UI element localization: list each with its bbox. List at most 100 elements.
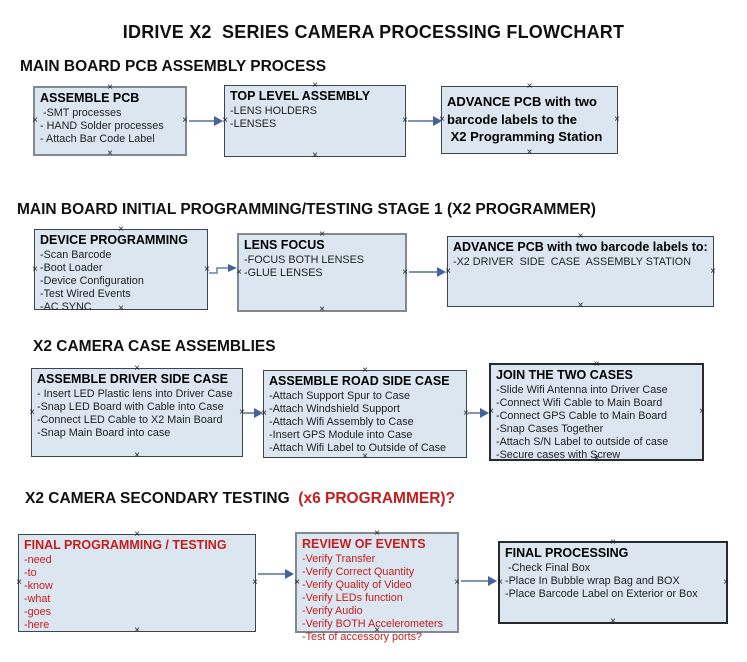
box-advance-to-case-assembly: ×××× ADVANCE PCB with two barcode labels…: [445, 232, 716, 311]
connection-point-icon: ×: [610, 616, 616, 627]
box-device-programming: ×××× DEVICE PROGRAMMING -Scan Barcode-Bo…: [32, 225, 210, 314]
connection-point-icon: ×: [29, 406, 35, 418]
box-lens-focus: ×××× LENS FOCUS -FOCUS BOTH LENSES-GLUE …: [236, 230, 408, 315]
box-assemble-driver-side-case: ×××× ASSEMBLE DRIVER SIDE CASE - Insert …: [29, 364, 245, 461]
box-item: - HAND Solder processes: [40, 120, 164, 132]
connection-point-icon: ×: [32, 263, 38, 275]
connection-point-icon: ×: [454, 576, 460, 588]
box-title: FINAL PROCESSING: [505, 546, 629, 560]
box-item: -FOCUS BOTH LENSES: [244, 254, 364, 266]
box-item: -Attach S/N Label to outside of case: [496, 436, 669, 448]
box-item: -Test of accessory ports?: [302, 631, 423, 643]
arrow-head-icon: [488, 576, 497, 586]
box-item: -what: [24, 593, 51, 605]
box-final-processing: ×××× FINAL PROCESSING -Check Final Box-P…: [497, 538, 729, 627]
box-item: -Test Wired Events: [40, 288, 131, 300]
box-title: JOIN THE TWO CASES: [496, 368, 633, 382]
box-item: -Check Final Box: [505, 562, 591, 574]
section-heading-case-assemblies: X2 CAMERA CASE ASSEMBLIES: [33, 338, 276, 355]
arrow-line: [461, 580, 490, 582]
box-items: - Insert LED Plastic lens into Driver Ca…: [37, 388, 237, 440]
connection-point-icon: ×: [463, 408, 469, 419]
connection-point-icon: ×: [497, 576, 503, 588]
box-item: -LENSES: [230, 118, 277, 130]
box-item: -Snap LED Board with Cable into Case: [37, 401, 224, 413]
box-item: -need: [24, 554, 52, 566]
arrow-line: [258, 573, 287, 575]
connection-point-icon: ×: [294, 576, 300, 588]
box-item: -Connect Wifi Cable to Main Board: [496, 397, 663, 409]
box-title: FINAL PROGRAMMING / TESTING: [24, 538, 227, 552]
section-heading-pcb-assembly: MAIN BOARD PCB ASSEMBLY PROCESS: [20, 58, 327, 75]
box-item: -here: [24, 619, 50, 631]
box-items: -Verify Transfer-Verify Correct Quantity…: [302, 553, 452, 644]
section-heading-initial-programming: MAIN BOARD INITIAL PROGRAMMING/TESTING S…: [17, 201, 596, 218]
box-text: ADVANCE PCB with two barcode labels to t…: [447, 94, 603, 144]
box-item: -Connect LED Cable to X2 Main Board: [37, 414, 223, 426]
box-join-the-two-cases: ×××× JOIN THE TWO CASES -Slide Wifi Ante…: [488, 360, 705, 464]
connection-point-icon: ×: [402, 266, 408, 278]
arrow-head-icon: [254, 408, 263, 418]
flow-arrow-elbow: [209, 264, 237, 274]
arrow-line: [409, 271, 439, 273]
box-item: -Place In Bubble wrap Bag and BOX: [505, 575, 680, 587]
box-items: -LENS HOLDERS-LENSES: [230, 105, 400, 131]
box-item: - Insert LED Plastic lens into Driver Ca…: [37, 388, 233, 400]
box-title: TOP LEVEL ASSEMBLY: [230, 89, 371, 103]
arrow-head-icon: [228, 264, 237, 272]
secondary-testing-black-part: X2 CAMERA SECONDARY TESTING: [25, 490, 299, 507]
connection-point-icon: ×: [577, 300, 584, 311]
box-item: - Attach Bar Code Label: [40, 133, 155, 145]
box-title: ASSEMBLE PCB: [40, 91, 140, 105]
connection-point-icon: ×: [32, 115, 38, 126]
arrow-head-icon: [480, 408, 489, 418]
arrow-line: [468, 412, 482, 414]
box-item: -Insert GPS Module into Case: [269, 429, 413, 441]
box-items: -SMT processes- HAND Solder processes- A…: [40, 107, 180, 146]
box-advance-to-programming-station: ×××× ADVANCE PCB with two barcode labels…: [439, 82, 620, 158]
box-items: -FOCUS BOTH LENSES-GLUE LENSES: [244, 254, 400, 280]
box-title: ASSEMBLE ROAD SIDE CASE: [269, 374, 450, 388]
box-item: -Device Configuration: [40, 275, 144, 287]
box-item: -goes: [24, 606, 52, 618]
page-title: IDRIVE X2 SERIES CAMERA PROCESSING FLOWC…: [122, 22, 625, 42]
box-title: REVIEW OF EVENTS: [302, 537, 426, 551]
box-assemble-road-side-case: ×××× ASSEMBLE ROAD SIDE CASE -Attach Sup…: [261, 366, 469, 462]
connection-point-icon: ×: [312, 150, 318, 161]
box-review-of-events: ×××× REVIEW OF EVENTS -Verify Transfer-V…: [294, 529, 460, 644]
box-item: -Snap Cases Together: [496, 423, 604, 435]
box-final-programming-testing: ×××× FINAL PROGRAMMING / TESTING -need-t…: [16, 530, 258, 636]
box-item: -Attach Wifi Label to Outside of Case: [269, 442, 447, 454]
box-title: ASSEMBLE DRIVER SIDE CASE: [37, 372, 229, 386]
connection-point-icon: ×: [699, 406, 705, 417]
box-items: -Check Final Box-Place In Bubble wrap Ba…: [505, 562, 721, 601]
box-item: -Boot Loader: [40, 262, 103, 274]
box-item: -Verify Audio: [302, 605, 363, 617]
box-item: -Snap Main Board into case: [37, 427, 171, 439]
box-item: -Connect GPS Cable to Main Board: [496, 410, 668, 422]
box-items: -Scan Barcode-Boot Loader-Device Configu…: [40, 249, 202, 314]
box-item: -Verify Correct Quantity: [302, 566, 415, 578]
box-item: -LENS HOLDERS: [230, 105, 317, 117]
arrow-head-icon: [433, 116, 442, 126]
box-title: ADVANCE PCB with two barcode labels to:: [453, 240, 708, 254]
box-item: -Attach Wifi Assembly to Case: [269, 416, 414, 428]
box-item: -Attach Windshield Support: [269, 403, 400, 415]
box-items: -need-to-know-what-goes-here: [24, 554, 250, 632]
connection-point-icon: ×: [710, 265, 716, 277]
box-item: -Verify Quality of Video: [302, 579, 412, 591]
box-items: -Attach Support Spur to Case-Attach Wind…: [269, 390, 461, 455]
box-item: -Verify BOTH Accelerometers: [302, 618, 443, 630]
box-item: -Place Barcode Label on Exterior or Box: [505, 588, 698, 600]
box-title: DEVICE PROGRAMMING: [40, 233, 188, 247]
connection-point-icon: ×: [252, 577, 258, 588]
box-item: -know: [24, 580, 53, 592]
arrow-head-icon: [214, 116, 223, 126]
connection-point-icon: ×: [107, 148, 113, 159]
box-item: -GLUE LENSES: [244, 267, 323, 279]
box-assemble-pcb: ×××× ASSEMBLE PCB -SMT processes- HAND S…: [32, 83, 188, 159]
connection-point-icon: ×: [614, 114, 620, 125]
box-item: -SMT processes: [40, 107, 122, 119]
arrow-head-icon: [437, 267, 446, 277]
